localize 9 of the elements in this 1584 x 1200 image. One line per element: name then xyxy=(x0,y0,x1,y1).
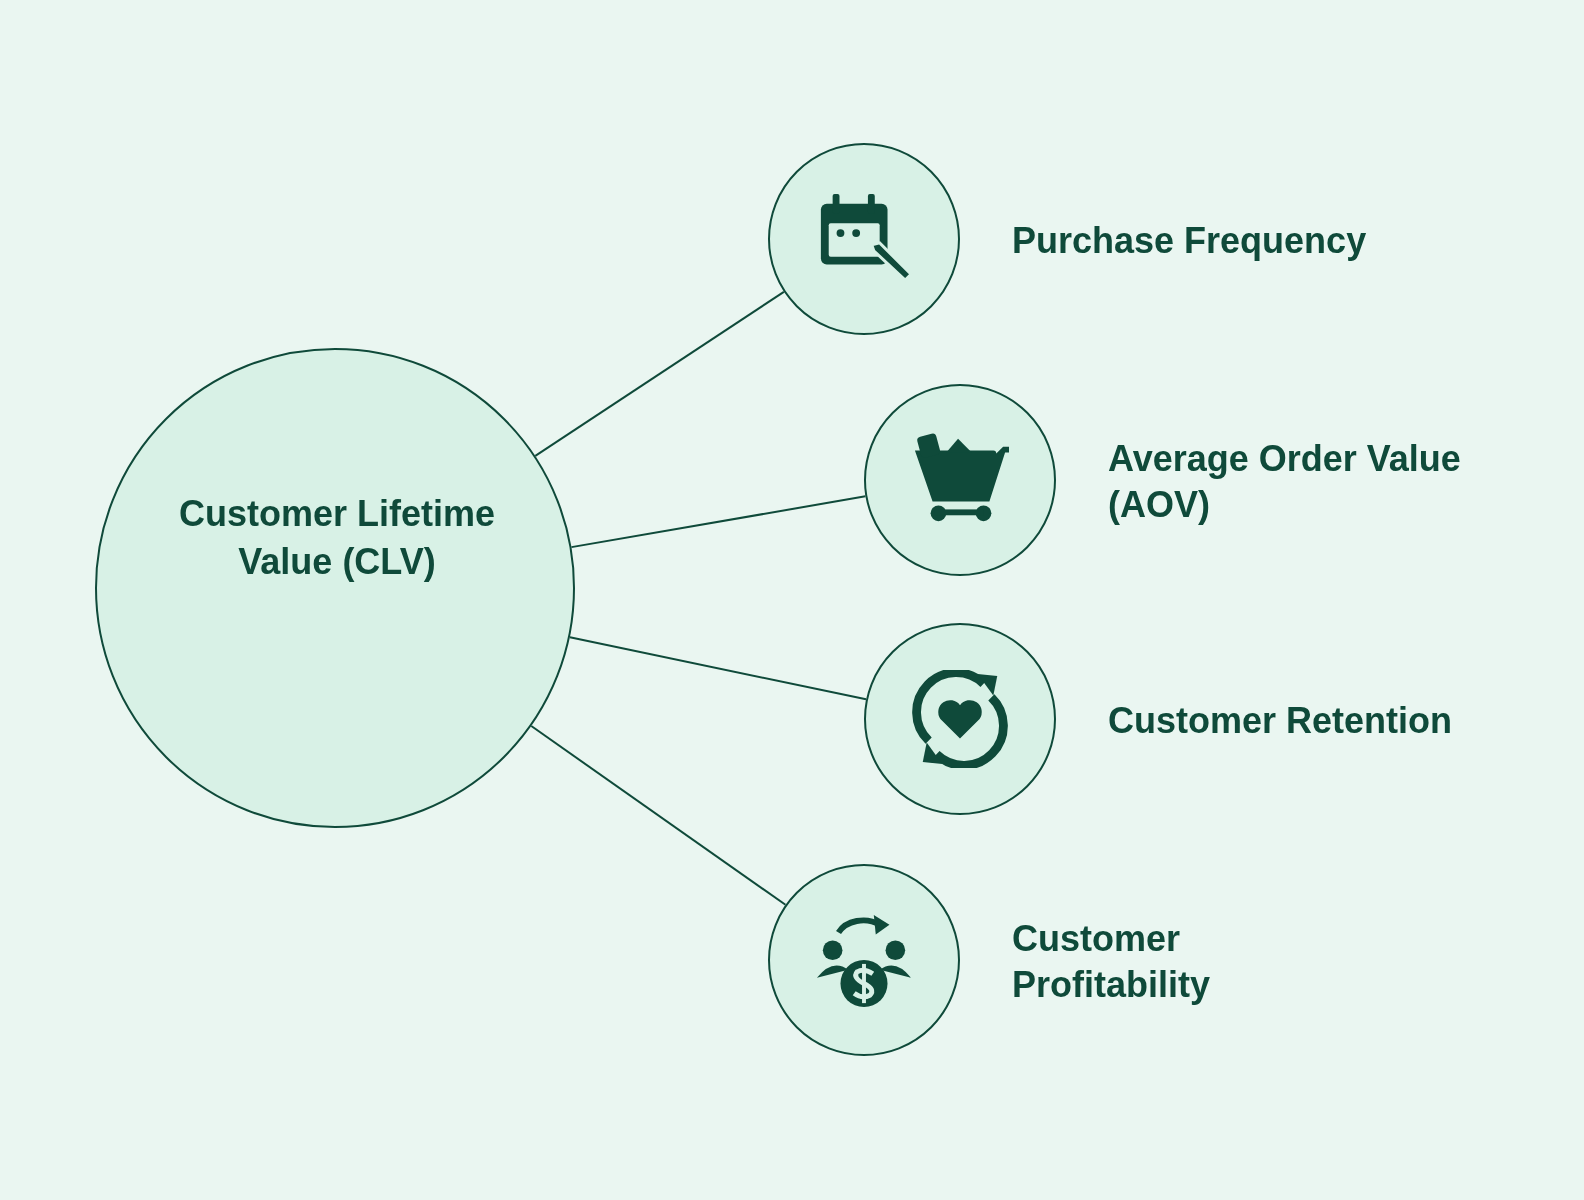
node-label: Purchase Frequency xyxy=(1012,219,1368,263)
connector-line xyxy=(530,725,787,906)
node-label: Customer Retention xyxy=(1108,699,1454,743)
connector-line xyxy=(570,495,867,549)
node-label: Customer Profitability xyxy=(1012,917,1212,1007)
connector-line xyxy=(568,636,868,701)
node-label: Customer Lifetime Value (CLV) xyxy=(177,492,497,584)
node-label: Average Order Value (AOV) xyxy=(1108,437,1462,527)
connector-line xyxy=(534,290,785,457)
